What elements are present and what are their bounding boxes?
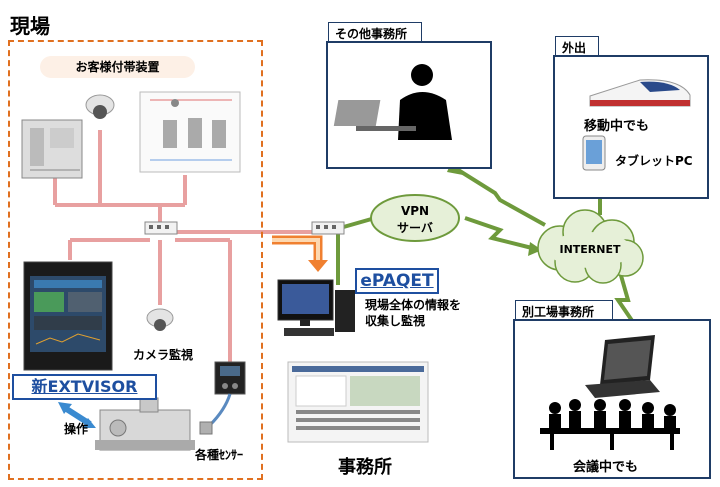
wan-line-vpn-internet <box>464 216 533 250</box>
wan-line-internet-branch <box>614 271 637 327</box>
epaqet-label: ePAQET <box>355 268 439 294</box>
desktop-pc-icon <box>277 279 355 336</box>
operation-arrow <box>58 402 96 428</box>
site-hub <box>144 221 178 235</box>
laptop-icon <box>585 335 660 398</box>
wan-line-internet-office <box>453 166 546 227</box>
camera-monitoring-label: カメラ監視 <box>133 348 194 362</box>
internet-label: INTERNET <box>559 243 621 256</box>
branch-office-tab: 別工場事務所 <box>515 300 613 320</box>
plant-schematic-icon <box>139 91 241 173</box>
equipment-label: お客様付帯装置 <box>40 56 195 78</box>
other-office-tab: その他事務所 <box>328 22 422 42</box>
sensor-unit-icon <box>199 361 246 435</box>
extruder-machine-icon <box>95 397 195 451</box>
lan-lines <box>53 130 330 365</box>
arrowhead-internet <box>528 242 542 256</box>
epaqet-desc-line2: 収集し監視 <box>365 314 426 328</box>
transfer-arrow <box>272 235 328 272</box>
person-laptop-icon <box>333 64 452 140</box>
control-monitor-icon <box>23 261 113 371</box>
wan-line-hub-vpn <box>339 216 376 230</box>
camera-icon <box>146 308 174 331</box>
vpn-label-line2: サーバ <box>397 221 433 235</box>
operation-label: 操作 <box>64 422 89 436</box>
wan-lines <box>336 166 637 327</box>
outside-box <box>553 55 709 199</box>
moving-label: 移動中でも <box>584 119 650 134</box>
process-equipment-icon <box>21 119 83 179</box>
vpn-server-shape <box>370 194 460 242</box>
sensors-label: 各種ｾﾝｻｰ <box>195 448 244 462</box>
tablet-label: タブレットPC <box>615 154 693 168</box>
site-area <box>8 40 263 480</box>
epaqet-desc-line1: 現場全体の情報を <box>365 298 462 312</box>
monitoring-screen-icon <box>287 361 429 443</box>
main-office-label: 事務所 <box>338 457 392 478</box>
bullet-train-icon <box>589 79 691 107</box>
office-hub <box>311 221 345 235</box>
internet-cloud-center <box>548 232 632 268</box>
extvisor-label: 新EXTVISOR <box>12 374 157 400</box>
site-title: 現場 <box>10 14 50 38</box>
meeting-label: 会議中でも <box>573 460 639 475</box>
tablet-icon <box>582 135 606 171</box>
outside-tab: 外出 <box>555 36 599 56</box>
dome-camera-icon <box>85 94 115 119</box>
vpn-label-line1: VPN <box>400 204 430 218</box>
meeting-people-icon <box>540 399 680 450</box>
